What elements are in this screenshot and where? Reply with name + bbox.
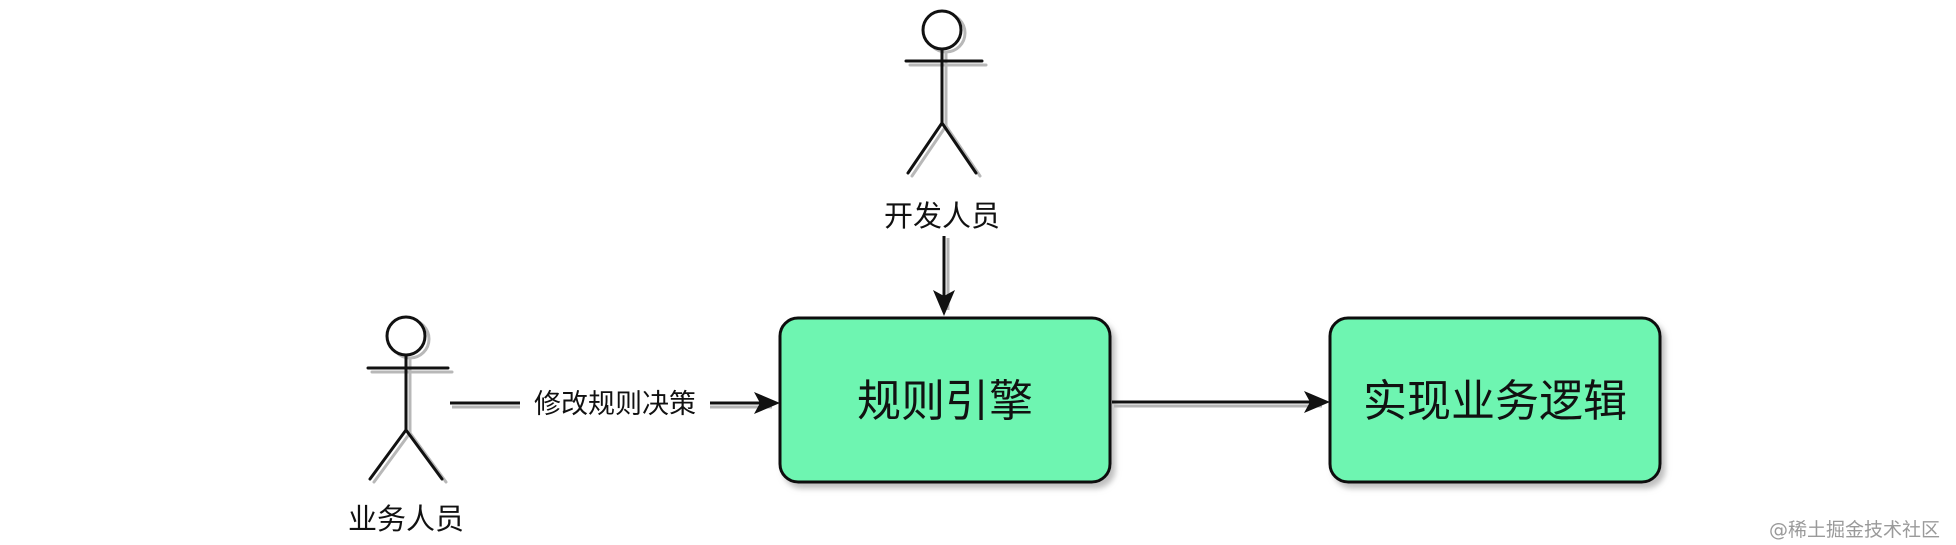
business-logic-node: 实现业务逻辑 (1328, 316, 1662, 484)
business-actor: 业务人员 (348, 315, 464, 536)
edge-business-to-rule-engine: 修改规则决策 (450, 383, 780, 421)
developer-label: 开发人员 (884, 199, 1000, 233)
rule-engine-node: 规则引擎 (778, 316, 1112, 484)
rule-engine-box (778, 316, 1112, 484)
business-logic-label: 实现业务逻辑 (1363, 376, 1627, 427)
business-actor-figure (366, 315, 450, 481)
developer-actor-figure (904, 9, 984, 175)
edge-label-modify-rules: 修改规则决策 (534, 389, 696, 420)
rule-engine-label: 规则引擎 (857, 376, 1033, 427)
watermark-text: @稀土掘金技术社区 (1769, 519, 1940, 541)
business-label: 业务人员 (348, 502, 464, 536)
business-logic-box (1328, 316, 1662, 484)
edge-label-background (520, 383, 710, 421)
edge-rule-engine-to-business-logic (1112, 391, 1330, 413)
business-head-icon (385, 315, 427, 357)
developer-actor: 开发人员 (884, 9, 1000, 233)
developer-head-icon (921, 9, 963, 51)
edge-developer-to-rule-engine (933, 236, 955, 316)
